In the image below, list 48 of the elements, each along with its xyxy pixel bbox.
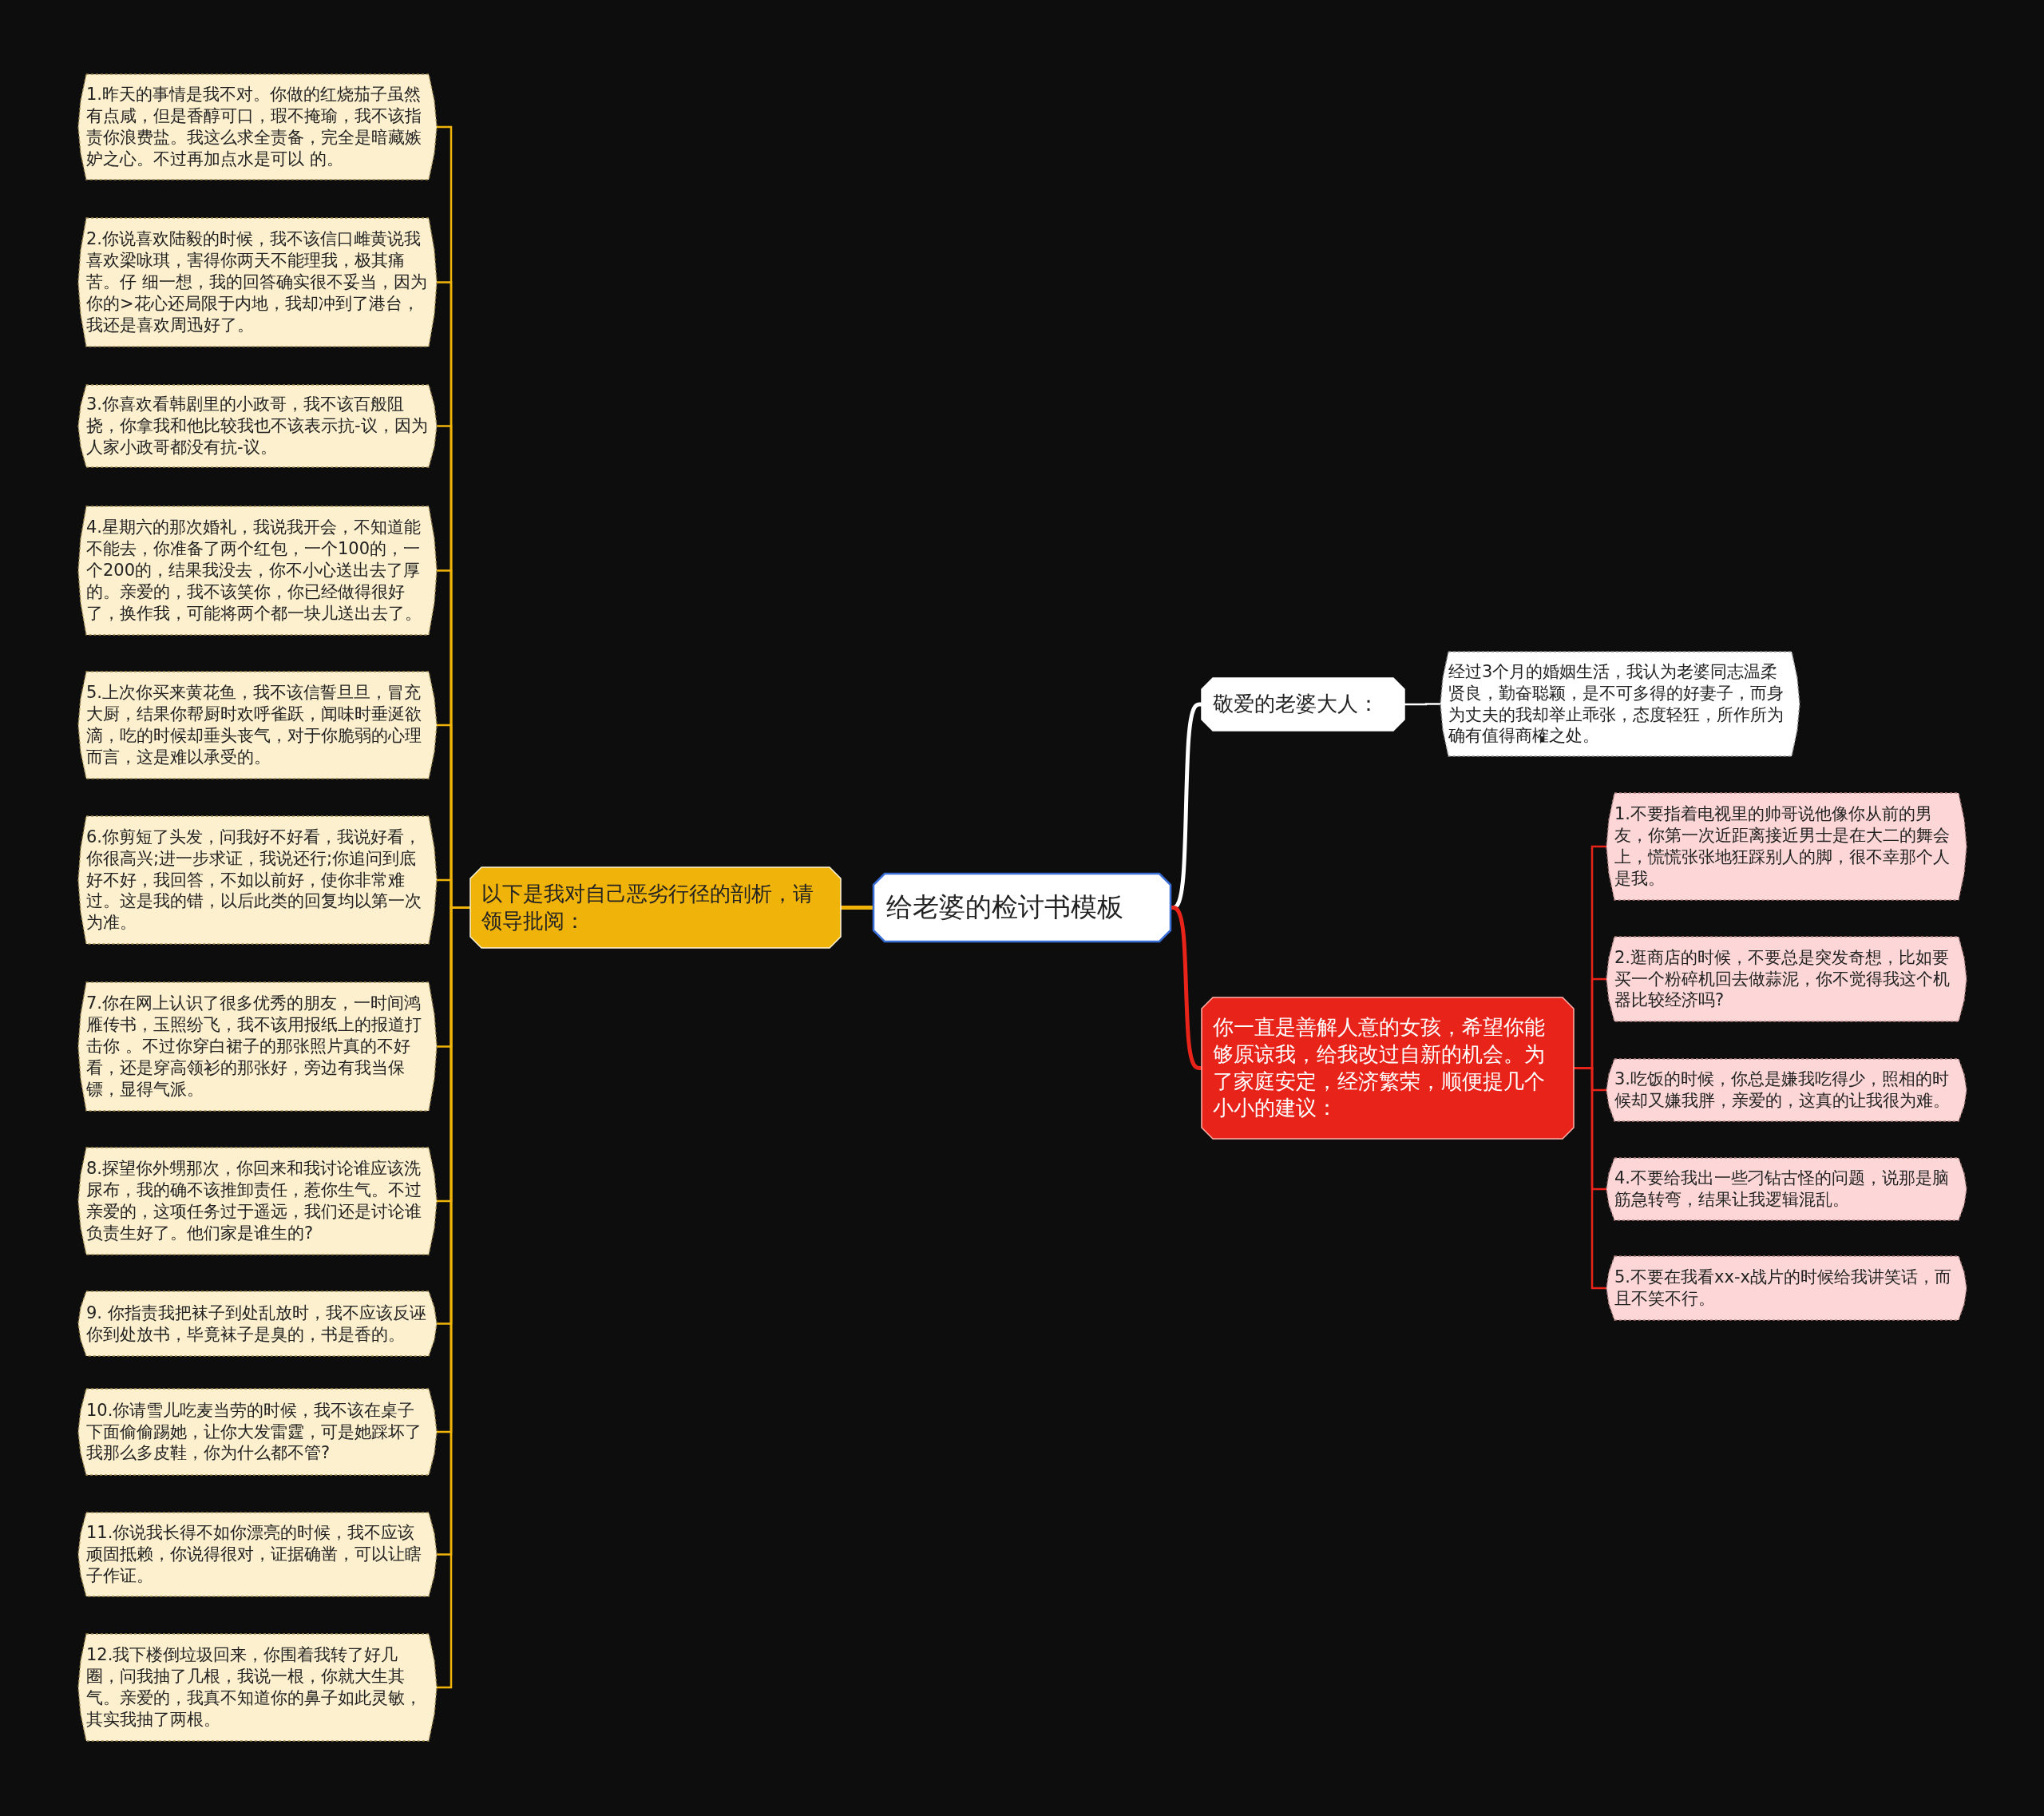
subtopic-box	[78, 1148, 437, 1255]
subtopic-text: 8.探望你外甥那次，你回来和我讨论谁应该洗尿布，我的确不该推卸责任，惹你生气。不过亲爱的，这项任务过于遥远，我们还是讨论谁负责生好了。他们家是谁生的?	[86, 1158, 422, 1244]
subtopic-text: 10.你请雪儿吃麦当劳的时候，我不该在桌子下面偷偷踢她，让你大发雷霆，可是她踩坏了我那么多皮鞋，你为什么都不管?	[86, 1399, 422, 1465]
central-topic-text: 给老婆的检讨书模板	[886, 890, 1124, 925]
subtopic-box	[1606, 1256, 1967, 1320]
subtopic-box	[78, 1513, 437, 1596]
subtopic-text: 5.上次你买来黄花鱼，我不该信誓旦旦，冒充大厨，结果你帮厨时欢呼雀跃，闻味时垂涎欲滴，吃的时候却垂头丧气，对于你脆弱的心理而言，这是难以承受的。	[86, 682, 422, 768]
subtopic-text: 经过3个月的婚姻生活，我认为老婆同志温柔贤良，勤奋聪颖，是不可多得的好妻子，而身为丈夫的我却举止乖张，态度轻狂，所作所为确有值得商榷之处。	[1448, 660, 1785, 747]
subtopic-text: 1.昨天的事情是我不对。你做的红烧茄子虽然有点咸，但是香醇可口，瑕不掩瑜，我不该指责你浪费盐。我这么求全责备，完全是暗藏嫉妒之心。不过再加点水是可以 的。	[86, 84, 422, 170]
subtopic-box	[1606, 1059, 1967, 1121]
subtopic-text: 1.不要指着电视里的帅哥说他像你从前的男友，你第一次近距离接近男士是在大二的舞会上，慌慌张张地狂踩别人的脚，很不幸那个人是我。	[1614, 803, 1951, 890]
subtopic-box	[1606, 793, 1967, 900]
subtopic-text: 7.你在网上认识了很多优秀的朋友，一时间鸿雁传书，玉照纷飞，我不该用报纸上的报道打击你 。不过你穿白裙子的那张照片真的不好看，还是穿高领衫的那张好，旁边有我当保镖，显得气派。	[86, 993, 422, 1100]
subtopic-text: 2.逛商店的时候，不要总是突发奇想，比如要买一个粉碎机回去做蒜泥，你不觉得我这个机器比较经济吗?	[1614, 946, 1951, 1012]
connector-line	[1171, 906, 1202, 1070]
branch-topic-text: 敬爱的老婆大人：	[1213, 691, 1380, 718]
subtopic-box	[78, 506, 437, 635]
subtopic-box	[1440, 652, 1800, 756]
subtopic-box	[78, 1634, 437, 1741]
subtopic-box	[78, 74, 437, 180]
subtopic-box	[78, 385, 437, 467]
connector-line	[841, 906, 873, 910]
subtopic-text: 4.星期六的那次婚礼，我说我开会，不知道能不能去，你准备了两个红包，一个100的，一个200的，结果我没去，你不小心送出去了厚的。亲爱的，我不该笑你，你已经做得很好了，换作我，可能将两个都一块儿送出去了。	[86, 517, 422, 624]
subtopic-box	[78, 1291, 437, 1356]
branch-topic-box	[1202, 997, 1574, 1139]
subtopic-box	[78, 672, 437, 779]
subtopic-box	[78, 218, 437, 347]
subtopic-text: 12.我下楼倒垃圾回来，你围着我转了好几圈，问我抽了几根，我说一根，你就大生其气。亲爱的，我真不知道你的鼻子如此灵敏，其实我抽了两根。	[86, 1644, 422, 1731]
branch-topic-text: 你一直是善解人意的女孩，希望你能够原谅我，给我改过自新的机会。为了家庭安定，经济繁荣，顺便提几个小小的建议：	[1213, 1013, 1546, 1122]
branch-topic-text: 以下是我对自己恶劣行径的剖析，请领导批阅：	[481, 880, 814, 934]
subtopic-text: 5.不要在我看xx-x战片的时候给我讲笑话，而且不笑不行。	[1614, 1267, 1952, 1310]
subtopic-text: 9. 你指责我把袜子到处乱放时，我不应该反诬你到处放书，毕竟袜子是臭的，书是香的。	[86, 1302, 427, 1346]
branch-topic-box	[470, 867, 841, 948]
subtopic-text: 6.你剪短了头发，问我好不好看，我说好看，你很高兴;进一步求证，我说还行;你追问到底好不好，我回答，不如以前好，使你非常难过。这是我的错，以后此类的回复均以第一次为准。	[86, 826, 422, 934]
subtopic-text: 3.你喜欢看韩剧里的小政哥，我不该百般阻挠，你拿我和他比较我也不该表示抗-议，因为人家小政哥都没有抗-议。	[86, 394, 429, 458]
central-topic-box	[873, 874, 1171, 942]
connector-line	[1404, 703, 1440, 706]
subtopic-text: 2.你说喜欢陆毅的时候，我不该信口雌黄说我喜欢梁咏琪，害得你两天不能理我，极其痛苦。仔 细一想，我的回答确实很不妥当，因为你的>花心还局限于内地，我却冲到了港台，我还是喜欢周迅好了。	[86, 228, 428, 336]
subtopic-text: 4.不要给我出一些刁钻古怪的问题，说那是脑筋急转弯，结果让我逻辑混乱。	[1614, 1168, 1951, 1211]
subtopic-box	[78, 816, 437, 944]
subtopic-text: 11.你说我长得不如你漂亮的时候，我不应该顽固抵赖，你说得很对，证据确凿，可以让瞎子作证。	[86, 1522, 422, 1587]
subtopic-box	[78, 982, 437, 1111]
branch-topic-box	[1202, 678, 1404, 731]
subtopic-box	[1606, 1158, 1967, 1220]
subtopic-box	[1606, 937, 1967, 1021]
subtopic-box	[78, 1389, 437, 1475]
subtopic-text: 3.吃饭的时候，你总是嫌我吃得少，照相的时候却又嫌我胖，亲爱的，这真的让我很为难。	[1614, 1069, 1951, 1112]
connector-line	[1574, 1067, 1606, 1290]
